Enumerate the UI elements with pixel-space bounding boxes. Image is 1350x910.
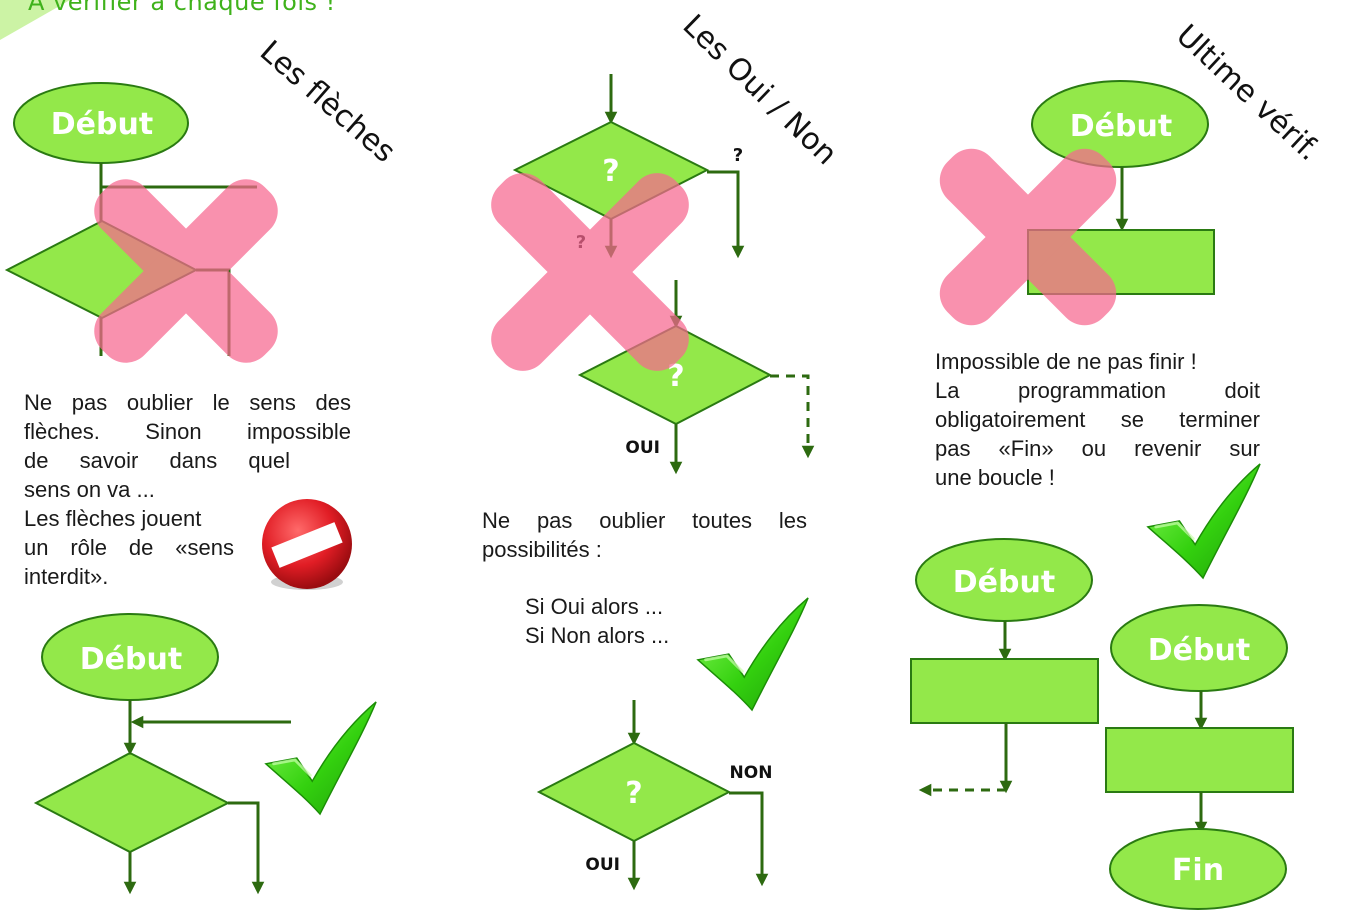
decision-question-label: ?: [602, 154, 619, 189]
arrows-text-line: Les flèches jouent: [24, 506, 202, 531]
yesno-cases: Si Oui alors ... Si Non alors ...: [525, 592, 669, 650]
panel-arrows-right-diagram: [33, 613, 291, 895]
panel-yesno-right-diagram: [536, 700, 769, 891]
wrong-cross-icon: [491, 173, 689, 371]
final-text-line: La programmation doit: [935, 378, 1260, 403]
panel-yesno-wrong-diagram-b: [577, 280, 815, 475]
yesno-text-line: Ne pas oublier toutes les: [482, 508, 807, 533]
end-ellipse: [1109, 828, 1287, 910]
branch-question-label: ?: [733, 145, 743, 166]
yesno-explanation: Ne pas oublier toutes les possibilités :: [482, 506, 807, 564]
process-box: [1105, 727, 1294, 793]
corner-decoration: [0, 0, 70, 40]
yesno-case-line: Si Oui alors ...: [525, 594, 664, 619]
final-explanation: Impossible de ne pas finir ! La programm…: [935, 347, 1260, 492]
end-label: Fin: [1172, 853, 1224, 888]
arrows-text-line: un rôle de «sens: [24, 535, 234, 560]
no-entry-icon: [262, 499, 352, 590]
decision-question-label: ?: [667, 359, 684, 394]
check-mark-icon: [696, 596, 810, 712]
start-label: Début: [80, 642, 182, 677]
final-text-line: une boucle !: [935, 465, 1055, 490]
start-ellipse: [1031, 80, 1209, 168]
final-text-line: obligatoirement se terminer: [935, 407, 1260, 432]
final-text-line: pas «Fin» ou revenir sur: [935, 436, 1260, 461]
start-label: Début: [1070, 109, 1172, 144]
yes-label: OUI: [625, 438, 660, 458]
panel-final-end-diagram: [1105, 604, 1294, 910]
wrong-cross-icon: [939, 148, 1117, 326]
arrows-explanation: Ne pas oublier le sens des flèches. Sino…: [24, 388, 351, 591]
start-label: Début: [51, 107, 153, 142]
arrows-text-line: Ne pas oublier le sens des: [24, 390, 351, 415]
start-label: Début: [1148, 633, 1250, 668]
page-title: À vérifier à chaque fois !: [28, 0, 336, 16]
no-label: NON: [730, 763, 773, 783]
arrows-text-line: de savoir dans quel: [24, 448, 290, 473]
check-mark-icon: [264, 700, 378, 816]
wrong-cross-icon: [94, 179, 278, 363]
arrows-text-line: interdit».: [24, 564, 109, 589]
decision-question-label: ?: [625, 776, 642, 811]
yesno-case-line: Si Non alors ...: [525, 623, 670, 648]
yes-label: OUI: [585, 855, 620, 875]
arrows-text-line: flèches. Sinon impossible: [24, 419, 351, 444]
start-ellipse: [1110, 604, 1288, 692]
yesno-text-line: possibilités :: [482, 537, 602, 562]
process-box: [910, 658, 1099, 724]
final-text-line: Impossible de ne pas finir !: [935, 349, 1197, 374]
start-label: Début: [953, 565, 1055, 600]
panel-final-loop-diagram: [910, 538, 1099, 797]
arrows-text-line: sens on va ...: [24, 477, 155, 502]
decision-diamond: [33, 751, 231, 854]
